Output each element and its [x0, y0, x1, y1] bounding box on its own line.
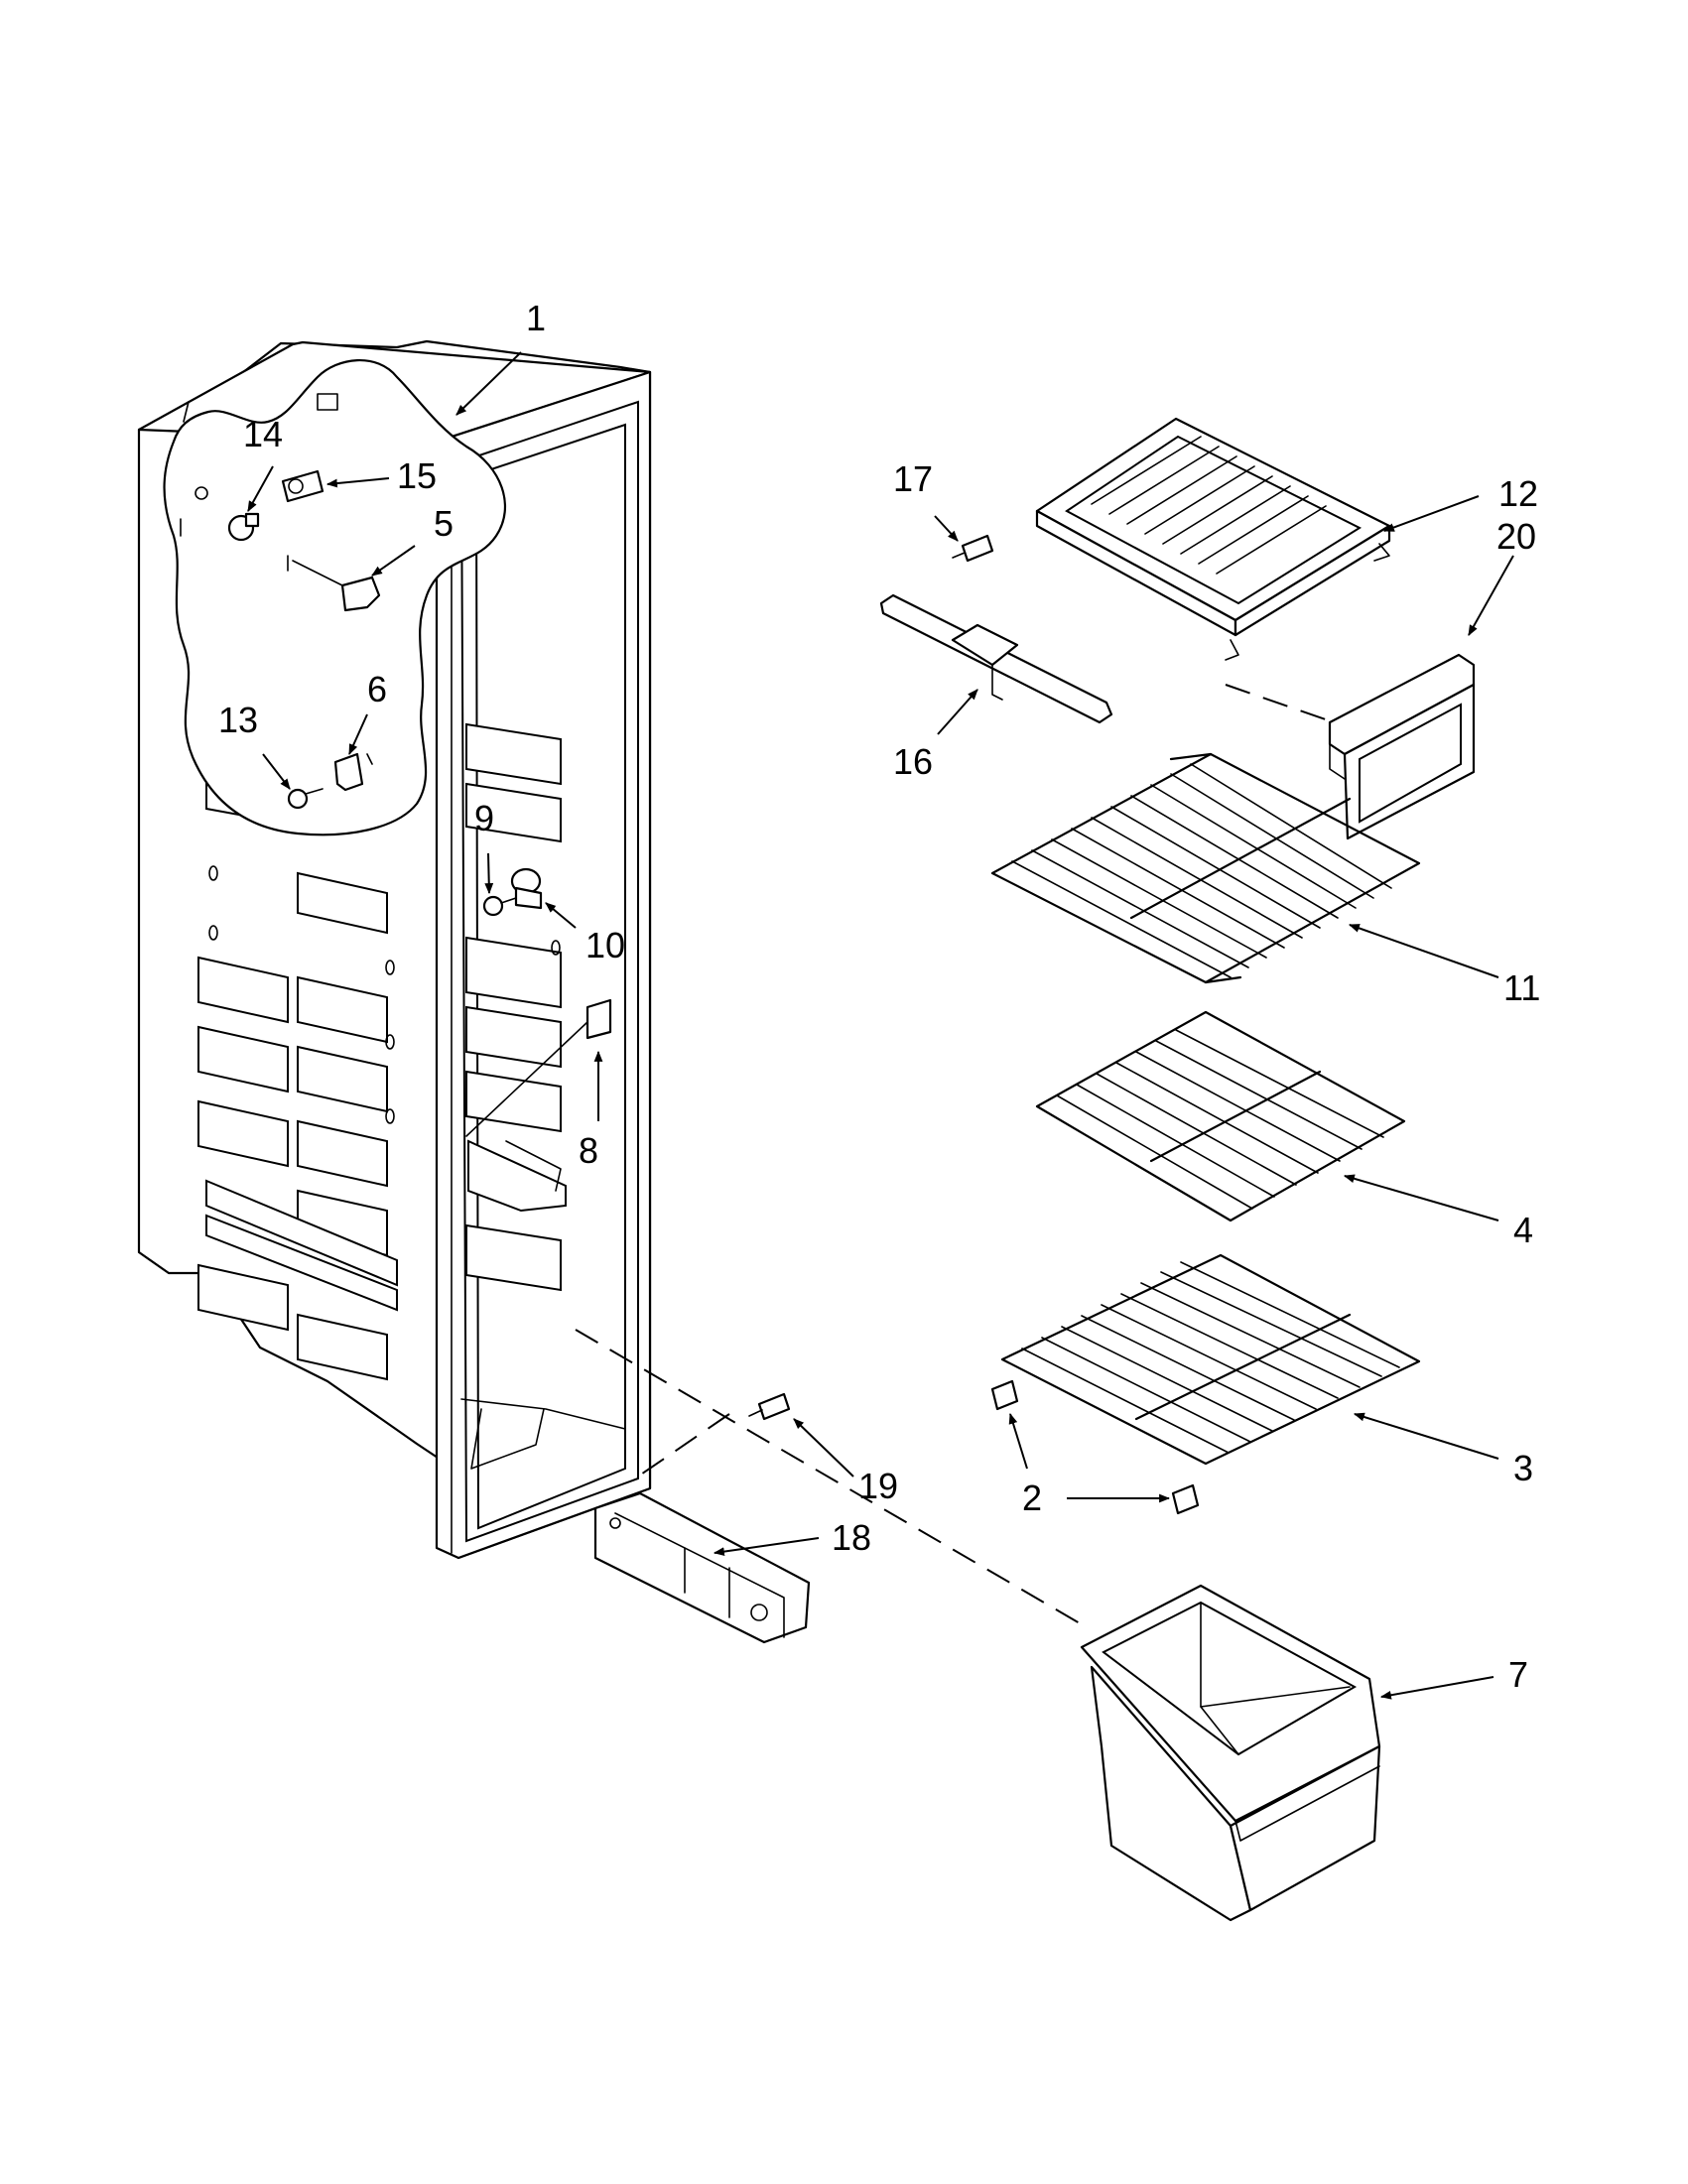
- callout-6: 6: [367, 669, 387, 709]
- tray-front-20-part: [1328, 653, 1476, 840]
- callout-2: 2: [1022, 1477, 1042, 1518]
- callout-15: 15: [397, 455, 437, 496]
- screw-13-part: [287, 788, 324, 810]
- callout-16: 16: [893, 741, 933, 782]
- callout-8: 8: [579, 1130, 598, 1171]
- callout-14: 14: [243, 414, 283, 454]
- callout-7: 7: [1508, 1654, 1528, 1695]
- bracket-16-part: [879, 593, 1113, 724]
- assembly-line-liner-bin: [575, 1329, 1088, 1628]
- storage-bin-7-part: [1080, 1584, 1381, 1922]
- callout-13: 13: [218, 700, 258, 740]
- switch-bracket-part: [287, 555, 381, 612]
- light-bulb-part: [227, 512, 260, 542]
- callout-9: 9: [474, 798, 494, 838]
- damper-knob-10-part: [510, 867, 543, 910]
- wire-shelf-11-part: [990, 752, 1421, 984]
- callout-20: 20: [1496, 516, 1536, 557]
- callout-19: 19: [858, 1466, 898, 1506]
- assembly-line-screw-18: [634, 1413, 730, 1479]
- screw-19-part: [748, 1392, 791, 1421]
- callout-3: 3: [1513, 1448, 1533, 1488]
- ice-tray-12-part: [1035, 417, 1391, 661]
- callout-4: 4: [1513, 1210, 1533, 1250]
- shelf-support-2-part: [990, 1379, 1200, 1515]
- callout-17: 17: [893, 458, 933, 499]
- liner-back-slots: [197, 782, 561, 1381]
- light-socket-part: [281, 469, 325, 503]
- thermostat-bracket-part: [333, 752, 373, 792]
- callout-10: 10: [585, 925, 625, 965]
- screw-9-part: [482, 895, 517, 917]
- wire-shelf-4-part: [1035, 1010, 1406, 1222]
- leader-lines: [247, 351, 1514, 1700]
- callout-5: 5: [434, 503, 454, 544]
- callout-11: 11: [1503, 967, 1540, 1008]
- callout-12: 12: [1498, 473, 1538, 514]
- wire-shelf-3-part: [1000, 1253, 1421, 1466]
- callout-18: 18: [832, 1517, 871, 1558]
- assembly-line-tray-20: [1225, 684, 1341, 725]
- screw-17-part: [952, 534, 994, 563]
- liner-label-tab: [317, 393, 338, 411]
- callout-labels: 1 14 15 5 6 13 9 10 8 19 18 17 16 12 20 …: [218, 298, 1540, 1695]
- trim-cover-18-part: [593, 1491, 811, 1644]
- sensor-clip-8-part: [465, 998, 612, 1137]
- cutaway-view: [163, 358, 506, 836]
- callout-1: 1: [526, 298, 546, 338]
- liner-side-slots: [465, 722, 567, 1292]
